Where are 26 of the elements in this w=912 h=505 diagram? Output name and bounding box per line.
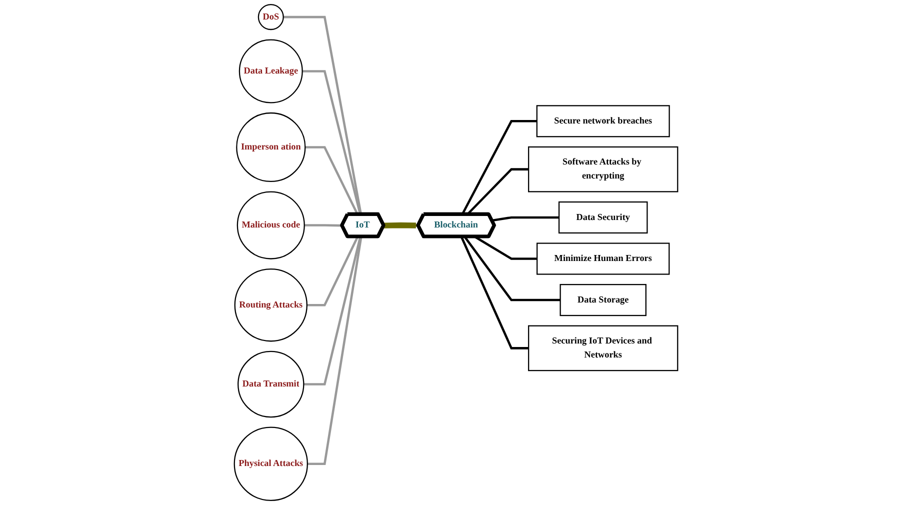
- node-circle: Physical Attacks: [234, 426, 308, 501]
- node-circle: Data Transmit: [238, 350, 304, 418]
- node-box: Minimize Human Errors: [536, 242, 670, 275]
- node-circle: Malicious code: [236, 191, 305, 260]
- node-box: Secure network breaches: [536, 105, 670, 138]
- connector: [460, 236, 529, 350]
- connector: [304, 224, 342, 227]
- connector: [305, 146, 359, 215]
- connector: [492, 216, 560, 222]
- node-box: Securing IoT Devices and Networks: [528, 325, 678, 372]
- arrow: [384, 222, 418, 228]
- connector: [464, 236, 560, 302]
- node-box: Software Attacks by encrypting: [528, 146, 678, 192]
- node-circle: DoS: [258, 4, 284, 30]
- connector: [307, 236, 362, 466]
- node-circle: Data Leakage: [238, 39, 303, 104]
- connector: [304, 236, 362, 386]
- connector: [474, 236, 538, 260]
- connector: [461, 120, 537, 215]
- node-circle: Routing Attacks: [234, 268, 308, 342]
- connector: [306, 236, 359, 306]
- node-circle: Imperson ation: [236, 112, 306, 182]
- node-box: Data Security: [558, 201, 648, 234]
- node-box: Data Storage: [560, 284, 646, 316]
- connector: [283, 16, 362, 215]
- connector: [302, 70, 362, 215]
